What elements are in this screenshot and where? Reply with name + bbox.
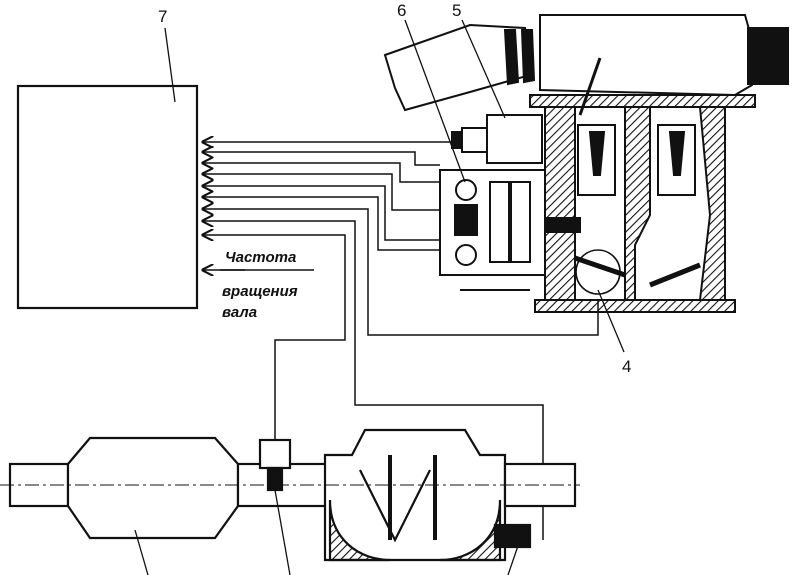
regulator-6: [439, 169, 581, 291]
caption-line2: вращения: [222, 283, 298, 300]
exhaust-system: [8, 428, 577, 562]
label-7: 7: [158, 7, 167, 26]
caption-line3: вала: [222, 304, 257, 321]
wiring: [232, 141, 599, 540]
label-5: 5: [452, 1, 461, 20]
control-unit: [16, 27, 199, 310]
caption-line1: Частота: [225, 249, 296, 266]
label-4: 4: [622, 357, 631, 376]
sensor-5: [451, 114, 543, 164]
label-6: 6: [397, 1, 406, 20]
air-intake-assembly: [383, 14, 789, 313]
signal-arrows: [203, 142, 245, 270]
